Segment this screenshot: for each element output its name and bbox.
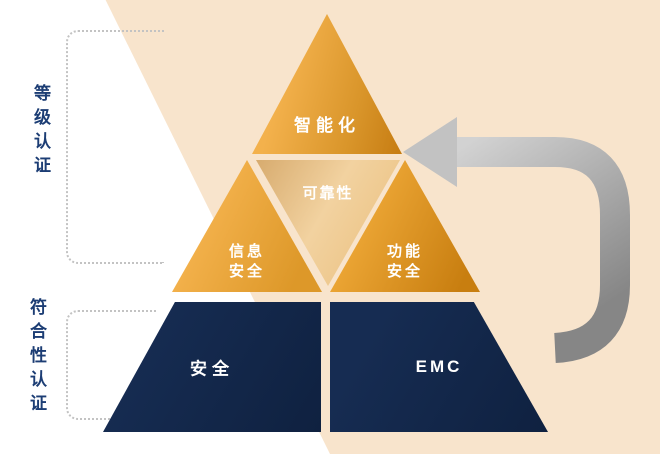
arrow-head — [403, 117, 457, 187]
pyramid-mid-left-label: 信息安全 — [228, 242, 265, 280]
pyramid-mid-center-label: 可靠性 — [302, 185, 354, 202]
curved-arrow-svg — [403, 117, 630, 363]
pyramid-mid-right-label: 功能安全 — [386, 242, 423, 280]
label-level-certification: 等级认证 — [31, 84, 50, 180]
pyramid-bottom-left-label: 安全 — [190, 359, 234, 379]
pyramid-top-label: 智能化 — [294, 116, 360, 135]
pyramid-bottom-right-label: EMC — [415, 357, 463, 376]
label-conformity-certification: 符合性认证 — [27, 298, 46, 418]
bracket-level-certification — [66, 30, 164, 264]
curved-arrow-icon — [395, 105, 660, 375]
arrow-body — [455, 137, 630, 363]
